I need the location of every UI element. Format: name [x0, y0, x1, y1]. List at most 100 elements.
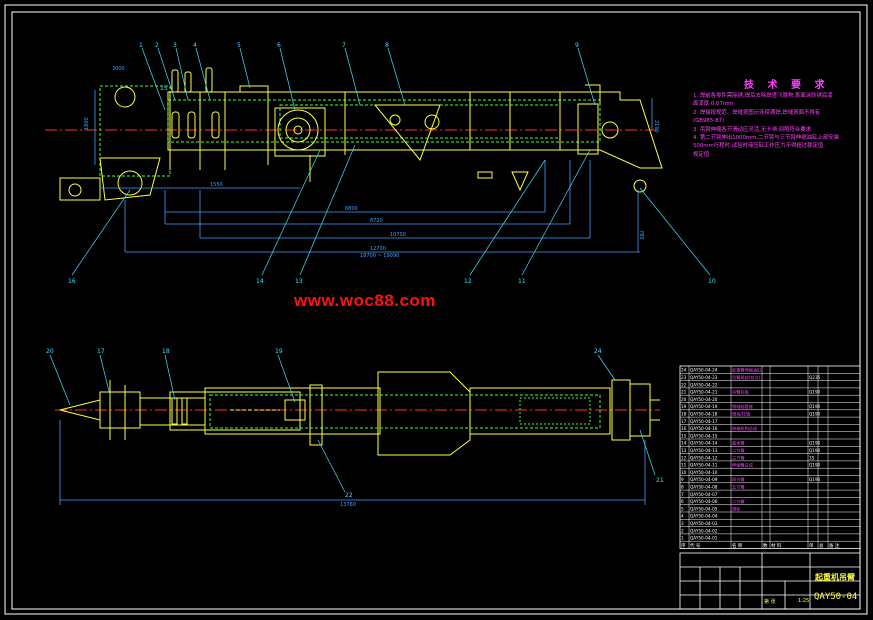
tr-note: 4. 第二节臂伸出1000mm,二节臂与三节臂伸缩油缸上部安装 — [693, 135, 839, 142]
top-view-boom — [45, 67, 663, 201]
parts-table-header-cell: 序 — [681, 542, 686, 549]
balloon-5: 5 — [237, 42, 241, 49]
parts-table-cell: 15 — [681, 433, 687, 438]
title-block — [679, 552, 861, 610]
parts-table-cell: 11 — [681, 463, 687, 468]
parts-table-header-cell: 备 注 — [829, 542, 840, 549]
parts-table-cell: QAY50-04-21 — [690, 390, 718, 395]
parts-table-header-cell: 单 — [809, 542, 814, 549]
bottom-view-dimensions — [59, 420, 646, 505]
balloon-11: 11 — [518, 278, 526, 285]
drawing-title: 起重机吊臂 — [815, 573, 855, 582]
balloon-8: 8 — [385, 42, 389, 49]
parts-table-cell: Q190 — [809, 412, 821, 417]
parts-table-cell: QAY50-04-15 — [690, 433, 718, 438]
parts-table-cell: 起重臂伸缩油缸 — [732, 367, 762, 374]
balloon-19: 19 — [275, 348, 283, 355]
balloon-14: 14 — [256, 278, 264, 285]
parts-table-cell: QAY50-04-24 — [690, 368, 718, 373]
parts-table-cell: QAY50-04-17 — [690, 419, 718, 424]
scale-label: 1:25 — [798, 598, 810, 604]
balloon-13: 13 — [295, 278, 303, 285]
balloon-1: 1 — [139, 42, 143, 49]
parts-table-cell: QAY50-04-04 — [690, 514, 718, 519]
parts-table-cell: QAY50-04-06 — [690, 499, 718, 504]
parts-table-cell: 13 — [681, 448, 687, 453]
dim-12700: 12700 — [370, 246, 386, 252]
bottom-balloons: 20 17 18 19 22 21 24 — [46, 348, 664, 499]
bottom-view-leaders — [49, 354, 656, 493]
technical-requirements-title: 技 术 要 求 — [744, 80, 830, 91]
parts-table-cell: QAY50-04-14 — [690, 441, 718, 446]
parts-table-cell: Q190 — [809, 404, 821, 409]
balloon-15: 15 — [160, 85, 168, 92]
top-dimension-labels: 1550 6800 8720 10700 12700 18700 ~ 19090… — [84, 66, 659, 259]
parts-table-cell: 三节臂 — [732, 454, 745, 461]
dim-1550: 1550 — [210, 182, 223, 188]
parts-table-cell: 14 — [681, 441, 687, 446]
parts-table-cell: 16 — [681, 426, 687, 431]
balloon-6: 6 — [277, 42, 281, 49]
parts-table-cell: 3 — [681, 521, 684, 526]
parts-table-cell: QAY50-04-13 — [690, 448, 718, 453]
parts-table-cell: QAY50-04-01 — [690, 536, 718, 541]
parts-table-header-cell: 数 — [763, 542, 768, 549]
tr-note: 面漆厚 0.07mm — [693, 101, 734, 108]
parts-table-cell: 23 — [681, 375, 687, 380]
balloon-2: 2 — [155, 42, 159, 49]
parts-table-cell: QAY50-04-09 — [690, 477, 718, 482]
parts-table-cell: QAY50-04-03 — [690, 521, 718, 526]
parts-table-cell: QAY50-04-23 — [690, 375, 718, 380]
technical-requirements-notes: 1. 焊前各零件需除锈,焊后去除焊渣飞溅物,表面涂防锈底漆 面漆厚 0.07mm… — [693, 92, 863, 159]
balloon-18: 18 — [162, 348, 170, 355]
parts-table-cell: 20 — [681, 397, 687, 402]
parts-table-cell: 1 — [681, 536, 684, 541]
balloon-9: 9 — [575, 42, 579, 49]
parts-table-cell: QAY50-04-02 — [690, 528, 718, 533]
outer-border — [4, 4, 868, 615]
tr-note: 1. 焊前各零件需除锈,焊后去除焊渣飞溅物,表面涂防锈底漆 — [693, 93, 833, 99]
parts-table-cell: 22 — [681, 382, 687, 387]
dim-780: 780 — [638, 230, 644, 240]
parts-table-cell: QAY50-04-07 — [690, 492, 718, 497]
parts-table-cell: QAY50-04-05 — [690, 506, 718, 511]
parts-table-cell: 二节臂 — [732, 498, 745, 505]
parts-table-cell: 7 — [681, 492, 684, 497]
parts-table-cell: Q190 — [809, 441, 821, 446]
balloon-20: 20 — [46, 348, 54, 355]
dim-3000: 3000 — [112, 66, 125, 72]
balloon-17: 17 — [97, 348, 105, 355]
balloon-4: 4 — [193, 42, 197, 49]
parts-table-cell: 吊臂拉板 — [732, 389, 750, 396]
parts-table-cell: 4 — [681, 514, 684, 519]
top-view-dimensions — [94, 90, 653, 253]
parts-table-cell: Q190 — [809, 463, 821, 468]
dim-total: 18700 ~ 19090 — [360, 253, 399, 259]
parts-table-cell: 9 — [681, 477, 684, 482]
top-balloons: 1 2 3 4 5 6 7 8 9 10 11 12 13 14 15 16 — [68, 42, 716, 285]
balloon-7: 7 — [342, 42, 346, 49]
parts-table-cell: 吊臂尾部(铰点) — [732, 374, 761, 381]
parts-table-cell: 12 — [681, 455, 687, 460]
balloon-10: 10 — [708, 278, 716, 285]
balloon-22: 22 — [345, 492, 353, 499]
balloon-21: 21 — [656, 477, 664, 484]
parts-table-cell: 6 — [681, 499, 684, 504]
sheet-label: 第 张 — [764, 599, 776, 605]
tr-note: 规定值 — [693, 151, 710, 158]
parts-table-cell: QAY50-04-12 — [690, 455, 718, 460]
parts-table-cell: 8 — [681, 485, 684, 490]
parts-table-cell: Q235 — [809, 375, 821, 380]
watermark-url: www.woc88.com — [294, 291, 436, 310]
tr-note: 2. 焊接按规范、焊缝按图示连续满焊,焊缝表面不得有 — [693, 109, 821, 116]
parts-table-cell: 24 — [681, 368, 687, 373]
parts-table-cell: 35 — [809, 455, 815, 460]
top-view-leaders — [71, 47, 711, 276]
bottom-total-dimension: 13760 — [340, 502, 356, 508]
parts-table-cell: 伸缩机构总成 — [732, 425, 757, 432]
parts-table-header-cell: 代 号 — [690, 542, 701, 549]
dim-2100: 2100 — [653, 120, 659, 133]
inner-border — [11, 11, 861, 610]
parts-table-cell: 二节臂 — [732, 447, 745, 454]
